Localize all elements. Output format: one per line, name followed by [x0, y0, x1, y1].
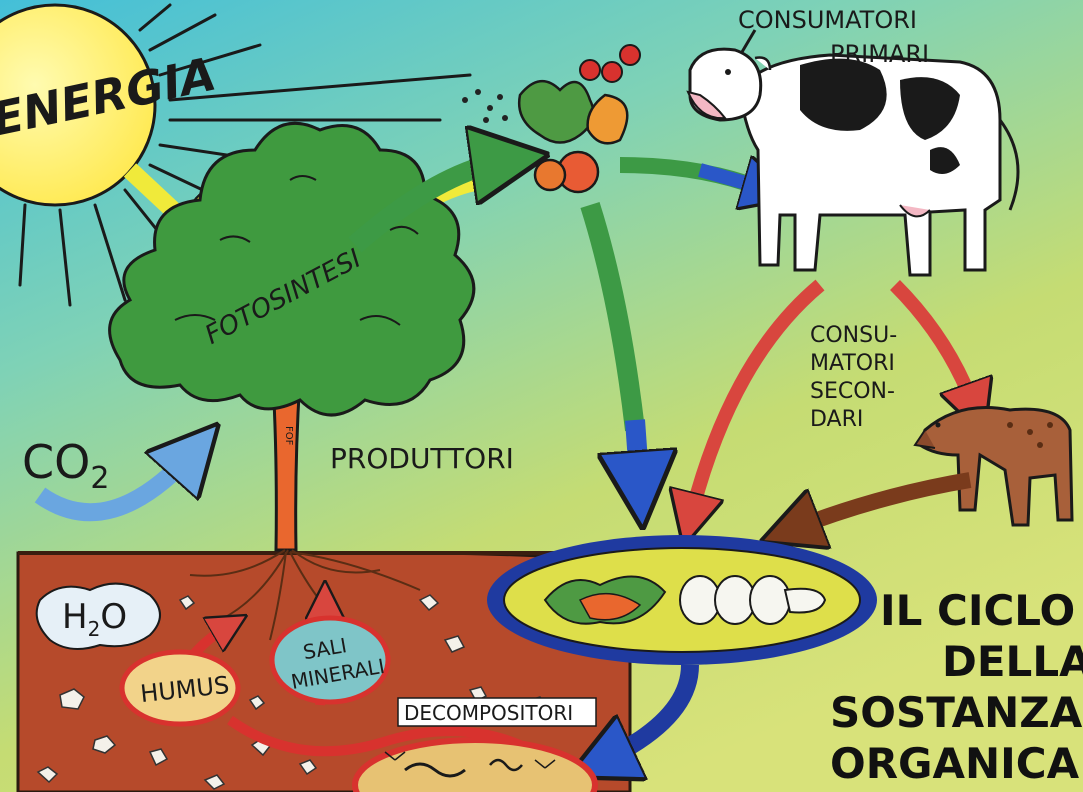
secondary-consumers-line3: SECON- — [810, 379, 895, 404]
decomposers-tag: DECOMPOSITORI — [398, 698, 596, 726]
title-line3: SOSTANZA — [830, 688, 1083, 737]
title-line4: ORGANICA — [830, 739, 1080, 788]
secondary-consumers-line1: CONSU- — [810, 323, 897, 348]
decomposers-label: DECOMPOSITORI — [404, 701, 573, 725]
minerals-bubble: SALI MINERALI — [272, 618, 388, 702]
primary-consumers-label-line1: CONSUMATORI — [738, 6, 917, 34]
secondary-consumers-line2: MATORI — [810, 351, 895, 376]
water-bubble: H2O — [37, 584, 160, 649]
tree-mark-label: FOF — [283, 426, 294, 446]
humus-bubble: HUMUS — [122, 652, 238, 724]
title-line1: IL CICLO — [880, 586, 1075, 635]
title-line2: DELLA — [942, 637, 1083, 686]
producers-label: PRODUTTORI — [330, 442, 514, 475]
decomposition-ellipse — [487, 535, 877, 665]
fruit-to-decomposition-arrow-tip — [635, 420, 640, 490]
primary-consumers-label-line2: PRIMARI — [830, 40, 929, 68]
secondary-consumers-line4: DARI — [810, 407, 863, 432]
